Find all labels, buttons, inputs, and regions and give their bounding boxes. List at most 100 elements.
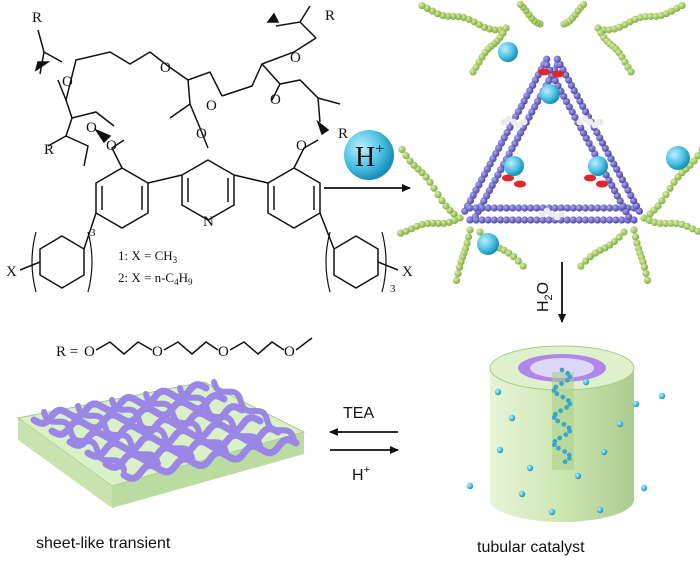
branch-bead — [577, 262, 585, 270]
branch-bead — [631, 233, 640, 241]
o-label: O — [196, 126, 207, 142]
helix-bead — [560, 394, 566, 400]
strand-bead — [485, 187, 493, 195]
branch-bead — [645, 216, 654, 225]
catalyst-particle — [616, 420, 624, 428]
strand-bead — [480, 197, 488, 205]
joint-bead — [548, 210, 556, 218]
branch-bead — [519, 262, 527, 270]
branch-bead — [456, 214, 464, 222]
catalyst-particle — [548, 508, 556, 516]
proton-sphere — [504, 156, 524, 176]
branch-bead — [656, 219, 664, 227]
catalyst-particle — [600, 448, 608, 456]
oxygen-atom — [502, 174, 514, 182]
joint-bead — [510, 118, 518, 126]
helical-fiber — [30, 381, 210, 427]
strand-bead — [494, 171, 502, 179]
strand-bead — [466, 216, 474, 224]
branch-bead — [469, 68, 477, 76]
catalyst-particle — [526, 464, 534, 472]
strand-bead — [612, 216, 620, 224]
strand-bead — [600, 204, 608, 212]
strand-bead — [571, 113, 579, 121]
strand-bead — [567, 81, 576, 89]
catalyst-particles — [466, 378, 666, 516]
branch-bead — [630, 226, 638, 234]
branch-bead — [683, 222, 691, 230]
branch-bead — [407, 225, 415, 233]
strand-bead — [515, 204, 523, 212]
strand-bead — [615, 170, 624, 179]
branch-bead — [662, 219, 670, 228]
helix-bead — [559, 381, 564, 386]
helix-bead — [555, 418, 561, 424]
strand-bead — [503, 128, 511, 137]
branch-bead — [440, 219, 448, 227]
strand-bead — [563, 204, 571, 212]
acid-arrow: H+ — [324, 130, 411, 192]
oxygen-atom — [596, 180, 608, 188]
branch-bead — [438, 197, 446, 205]
strand-bead — [508, 145, 516, 153]
branch-bead — [690, 157, 698, 165]
strand-bead — [466, 204, 474, 212]
proton-sphere — [666, 146, 690, 170]
helix-bead — [551, 388, 557, 393]
strand-bead — [594, 216, 602, 224]
helical-fiber — [120, 436, 300, 482]
branch-bead — [464, 233, 473, 241]
branch-bead — [651, 218, 659, 226]
catalyst-particle — [494, 388, 502, 396]
compound-1-label: 1: X = CH3 — [118, 248, 178, 265]
strand-bead — [613, 192, 622, 200]
strand-bead — [475, 181, 483, 189]
strand-bead — [594, 204, 602, 212]
helix-bead — [565, 377, 570, 383]
branch-bead — [580, 0, 588, 9]
catalyst-particle — [582, 378, 590, 386]
proton-sphere — [477, 233, 499, 255]
strand-bead — [581, 216, 590, 224]
branch-bead — [582, 257, 590, 265]
branch-bead — [426, 178, 434, 186]
branch-bead — [402, 227, 410, 235]
branch-bead — [654, 202, 662, 210]
helix-bead — [556, 445, 561, 451]
n-label: N — [203, 214, 214, 230]
branch-bead — [434, 191, 442, 199]
branch-bead — [466, 226, 474, 234]
branch-bead — [627, 68, 635, 76]
acid-label-bottom: H+ — [352, 464, 370, 484]
strand-bead — [508, 204, 517, 212]
branch-bead — [514, 257, 523, 265]
strand-bead — [581, 204, 590, 212]
strand-bead — [472, 216, 480, 224]
branch-bead — [516, 0, 525, 9]
catalyst-particle — [640, 484, 648, 492]
catalyst-particle — [518, 490, 526, 498]
compound-2-label: 2: X = n-C4H9 — [118, 270, 193, 287]
joint-bead — [538, 210, 546, 218]
strand-bead — [587, 216, 596, 224]
strand-bead — [517, 102, 525, 110]
strand-bead — [551, 204, 559, 212]
strand-bead — [610, 160, 618, 168]
branch-bead — [640, 263, 649, 271]
strand-bead — [624, 186, 632, 194]
catalyst-particle — [508, 414, 516, 422]
strand-bead — [496, 216, 504, 224]
helical-fiber — [109, 397, 195, 461]
strand-bead — [490, 216, 498, 224]
branch-bead — [398, 146, 406, 154]
strand-bead — [545, 216, 553, 224]
peg-o: O — [284, 344, 295, 360]
subscript-3: 3 — [390, 283, 396, 295]
tubular-assembly — [466, 345, 666, 522]
branch-bead — [640, 214, 648, 222]
o-label: O — [106, 138, 117, 154]
branch-bead — [452, 276, 461, 284]
strand-bead — [469, 191, 477, 199]
peg-o: O — [152, 344, 163, 360]
